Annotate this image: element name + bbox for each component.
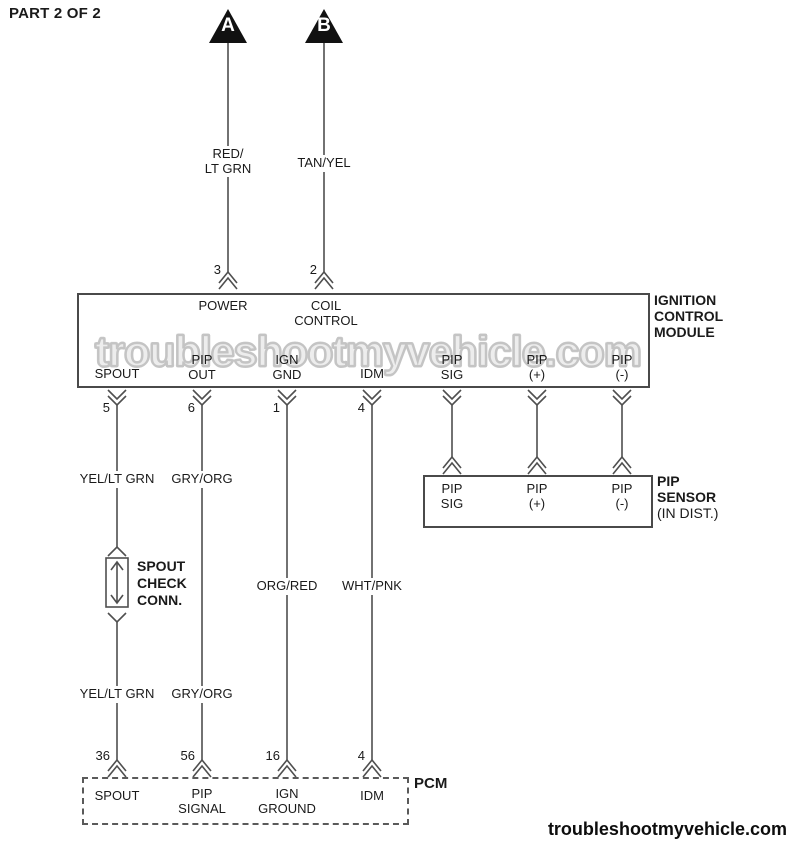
pcm-pin-label-ign-ground: IGN GROUND: [258, 786, 316, 816]
pin-number-56: 56: [180, 748, 195, 763]
module-pin-label-pip-out: PIP OUT: [188, 352, 216, 382]
module-name: IGNITION CONTROL MODULE: [654, 292, 724, 340]
ignition-control-module-box: [77, 293, 650, 388]
module-pin-label-pip-sig: PIP SIG: [440, 352, 464, 382]
pin-number-6: 6: [187, 400, 195, 415]
sensor-pin-label-pip-plus: PIP (+): [526, 481, 548, 511]
connector-b-letter: B: [317, 15, 331, 36]
brand-text: troubleshootmyvehicle.com: [547, 819, 787, 839]
module-pin-label-idm: IDM: [360, 366, 384, 381]
pin-number-16: 16: [265, 748, 280, 763]
module-pin-label-pip-plus: PIP (+): [526, 352, 548, 382]
pip-sensor-box: [423, 475, 653, 528]
module-pin-label-pip-minus: PIP (-): [611, 352, 633, 382]
pin-number-3: 3: [213, 262, 221, 277]
pin-number-1: 1: [272, 400, 280, 415]
wire-color-label-tan-yel: TAN/YEL: [294, 155, 354, 172]
watermark-text: troubleshootmyvehicle.com: [94, 327, 643, 377]
pip-sensor-name: PIP SENSOR (IN DIST.): [657, 473, 719, 521]
sensor-pin-label-pip-minus: PIP (-): [611, 481, 633, 511]
module-pin-label-spout: SPOUT: [94, 366, 140, 381]
connector-a-letter: A: [221, 15, 235, 36]
wire-color-label-yel-ltgrn-lower: YEL/LT GRN: [76, 686, 158, 703]
wire-color-label-yel-ltgrn-upper: YEL/LT GRN: [76, 471, 158, 488]
pin-number-4-pcm: 4: [357, 748, 365, 763]
connector-a-triangle-icon: [209, 9, 247, 43]
wire-color-label-org-red: ORG/RED: [253, 578, 321, 595]
pcm-pin-label-spout: SPOUT: [94, 788, 140, 803]
spout-check-conn-label: SPOUT CHECK CONN.: [137, 558, 187, 608]
pin-number-2: 2: [309, 262, 317, 277]
wire-color-label-red-ltgrn: RED/ LT GRN: [201, 146, 255, 177]
pin-number-4: 4: [357, 400, 365, 415]
pcm-name: PCM: [414, 775, 448, 792]
page-title: PART 2 OF 2: [9, 5, 101, 22]
pcm-box: [82, 777, 409, 825]
wire-color-label-gry-org-upper: GRY/ORG: [168, 471, 236, 488]
pin-number-5: 5: [102, 400, 110, 415]
connector-b-triangle-icon: [305, 9, 343, 43]
module-pin-label-ign-gnd: IGN GND: [272, 352, 302, 382]
module-pin-label-coil-control: COIL CONTROL: [294, 298, 358, 328]
pcm-pin-label-idm: IDM: [360, 788, 384, 803]
sensor-pin-label-pip-sig: PIP SIG: [440, 481, 464, 511]
pin-number-36: 36: [95, 748, 110, 763]
module-pin-label-power: POWER: [198, 298, 248, 313]
pcm-pin-label-pip-signal: PIP SIGNAL: [178, 786, 226, 816]
wire-color-label-gry-org-lower: GRY/ORG: [168, 686, 236, 703]
wire-color-label-wht-pnk: WHT/PNK: [339, 578, 405, 595]
